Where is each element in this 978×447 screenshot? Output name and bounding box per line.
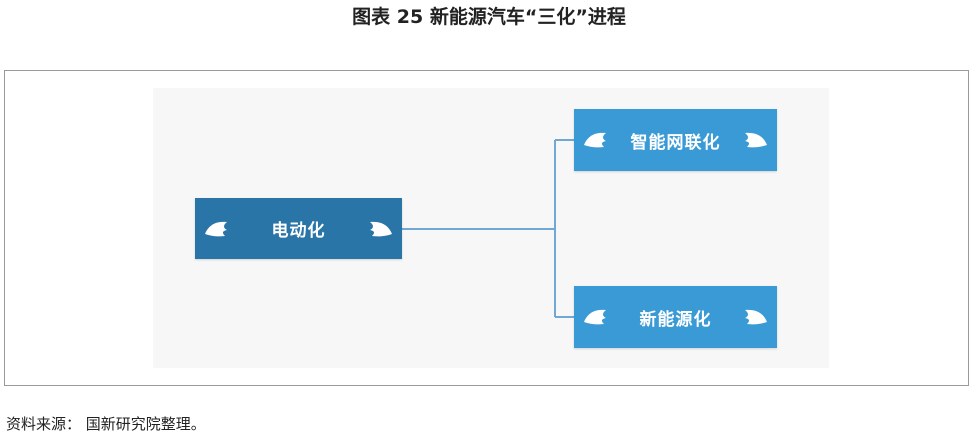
child-node-label: 新能源化 xyxy=(639,309,712,330)
source-note: 资料来源： 国新研究院整理。 xyxy=(6,415,206,433)
child-node-new-energy: 新能源化 xyxy=(574,286,777,348)
diagram-frame: 电动化 智能网联化 新能源化 xyxy=(4,70,969,386)
figure-title: 图表 25 新能源汽车“三化”进程 xyxy=(352,6,626,28)
child-node-label: 智能网联化 xyxy=(630,132,721,153)
wing-left-icon xyxy=(582,130,610,150)
wing-right-icon xyxy=(741,307,769,327)
wing-left-icon xyxy=(582,307,610,327)
wing-left-icon xyxy=(203,219,231,239)
root-node-label: 电动化 xyxy=(271,221,326,241)
wing-right-icon xyxy=(741,130,769,150)
child-node-smart-connected: 智能网联化 xyxy=(574,109,777,171)
root-node: 电动化 xyxy=(195,198,402,259)
wing-right-icon xyxy=(366,219,394,239)
